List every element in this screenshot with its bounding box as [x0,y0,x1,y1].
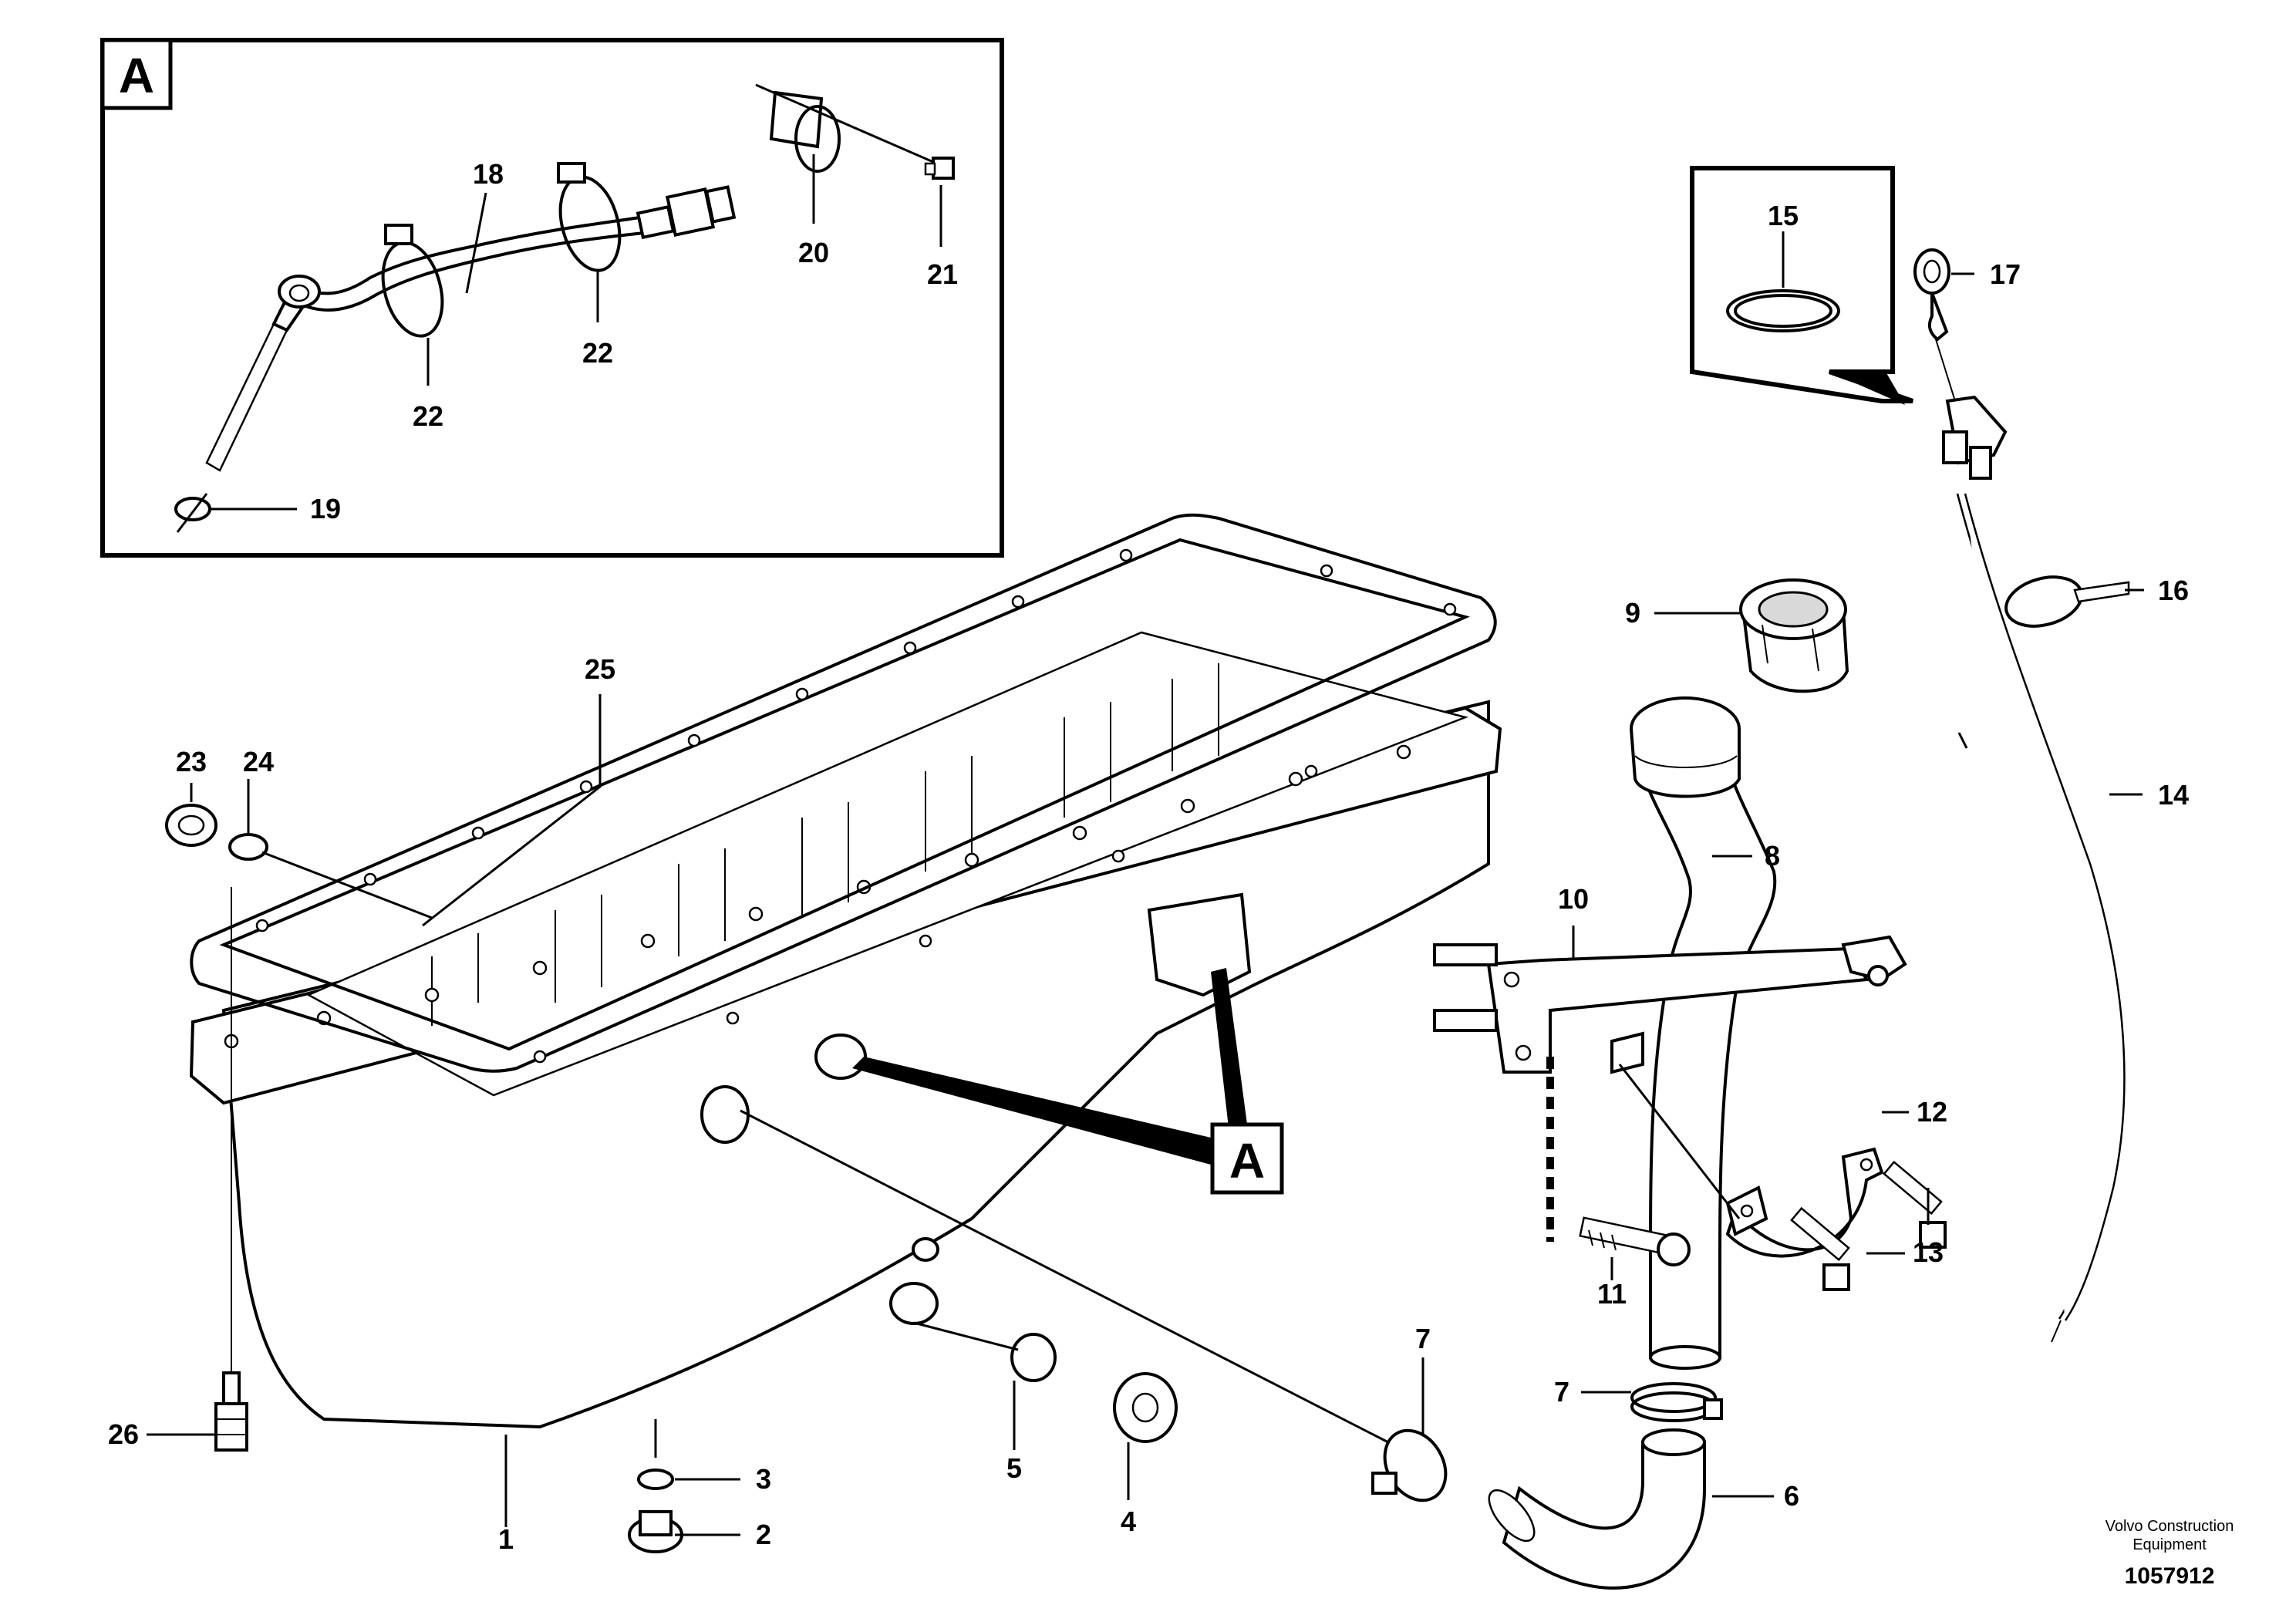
callout-16: 16 [2158,575,2189,606]
document-number: 1057912 [2125,1563,2215,1589]
callout-25: 25 [585,653,615,685]
drain-plug-2 [628,1510,683,1553]
sensor-port [814,1034,867,1080]
dipstick-guide-tube [205,185,737,472]
callout-12: 12 [1917,1096,1947,1128]
filler-cap-9 [1739,578,1849,693]
ring-inset-15 [1690,166,1913,405]
callout-6: 6 [1784,1480,1799,1512]
bolt-21 [924,157,955,180]
washer-24 [228,833,268,861]
brand-line-1: Volvo Construction [2106,1518,2234,1535]
bracket-10 [1433,935,1907,1074]
detail-view-tag: A [119,48,154,103]
hose-6 [1488,1428,1706,1590]
oil-pan-ribs [431,663,1219,1026]
o-ring-5 [1010,1333,1057,1382]
callout-3: 3 [756,1463,771,1495]
hose-clamp-7-lower [1371,1428,1448,1502]
gasket-bolt-holes [255,548,1457,1064]
callout-9: 9 [1625,597,1640,629]
callout-22-left: 22 [413,400,443,432]
filler-pipe-8 [1630,696,1777,1370]
callout-24: 24 [243,746,274,777]
mounting-bracket-20 [769,90,841,173]
callout-1: 1 [498,1523,514,1555]
dipstick-handle-17 [1913,248,1956,402]
callout-11: 11 [1597,1278,1627,1310]
callout-15: 15 [1768,200,1799,231]
sensor-26 [214,887,248,1452]
callout-18: 18 [473,158,504,190]
footer: Volvo Construction Equipment 1057912 [2106,1518,2234,1589]
oil-pan-lug [1147,892,1252,997]
dipstick-14 [1956,493,2126,1343]
sensor-fitting [636,185,737,240]
callout-2: 2 [756,1519,771,1550]
callout-7-left: 7 [1415,1323,1431,1354]
brand-line-2: Equipment [2132,1536,2207,1553]
callout-10: 10 [1558,883,1589,915]
section-marker-tag: A [1229,1133,1265,1189]
dipstick-guide-top [1942,395,2008,480]
o-ring-19 [174,497,211,521]
oil-pan-1 [189,631,1502,1429]
cable-tie-16 [2004,575,2130,628]
bolt-13-upper [1883,1160,1947,1249]
hose-clamp-7-upper [1630,1382,1723,1422]
bolt-11 [1546,1057,1691,1266]
callout-4: 4 [1121,1506,1136,1537]
callout-13: 13 [1913,1236,1944,1268]
plug-23 [165,804,217,847]
callout-21: 21 [927,258,958,290]
detail-view-tag-box [100,38,173,110]
leader-lines [147,272,2144,1536]
section-marker-a: A [852,968,1284,1195]
callout-20: 20 [798,237,829,268]
callout-23: 23 [176,746,207,777]
side-port [700,1085,750,1144]
drain-port-rear [889,1282,939,1325]
detail-view-a: A [100,38,1004,558]
callout-14: 14 [2158,779,2189,811]
callout-22-right: 22 [582,337,613,369]
pipe-clamp-12 [1610,1031,1884,1258]
callout-numbers: 18 20 21 22 22 19 15 17 16 14 9 8 10 12 … [108,158,2189,1555]
detail-view-frame [100,38,1004,558]
washer-3 [637,1469,674,1490]
o-ring-15 [1726,289,1840,332]
bolt-13-lower [1790,1206,1850,1291]
plug-4 [1113,1372,1178,1443]
callout-26: 26 [108,1418,139,1450]
hose-clamp-22-left [381,224,444,338]
callout-17: 17 [1990,258,2021,290]
callout-19: 19 [310,493,341,524]
inset-pointer [1829,372,1905,405]
callout-7-right: 7 [1554,1376,1569,1408]
callout-8: 8 [1765,840,1780,872]
hose-clamp-22-right [557,162,622,272]
callout-5: 5 [1006,1452,1022,1484]
pan-gasket-25 [190,513,1497,1073]
